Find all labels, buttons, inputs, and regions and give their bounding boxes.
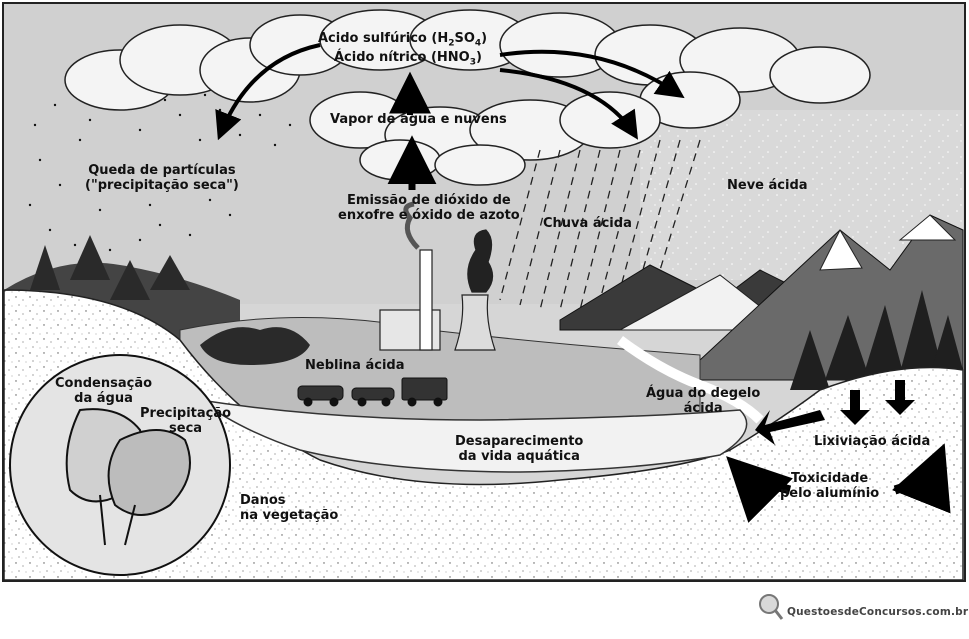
acid-rain-lines xyxy=(499,139,701,311)
watermark: QuestoesdeConcursos.com.br xyxy=(757,592,969,622)
forest-right xyxy=(790,290,963,390)
leaching-arrows xyxy=(755,380,915,445)
leaves-icon xyxy=(65,408,191,546)
label-sulfuric-acid: Ácido sulfúrico (H2SO4) xyxy=(318,31,488,49)
forest-left xyxy=(30,235,310,365)
river xyxy=(617,335,764,424)
label-nitric-acid: Ácido nítrico (HNO3) xyxy=(334,50,482,68)
label-dry-deposition: Queda de partículas("precipitação seca") xyxy=(85,163,239,193)
lake xyxy=(199,399,748,473)
label-acid-rain: Chuva ácida xyxy=(543,216,632,231)
watermark-text: QuestoesdeConcursos.com.br xyxy=(787,606,969,618)
cycle-arrows xyxy=(215,43,685,190)
label-acid-fog: Neblina ácida xyxy=(305,358,405,373)
label-water-vapor: Vapor de água e nuvens xyxy=(330,112,507,127)
label-leaching: Lixiviação ácida xyxy=(814,434,931,449)
magnifier-logo-icon xyxy=(759,594,784,620)
mountains xyxy=(559,214,964,381)
vehicles xyxy=(297,377,448,407)
aluminium-arrows xyxy=(726,443,951,523)
label-acid-snow: Neve ácida xyxy=(727,178,808,193)
factory xyxy=(379,201,496,351)
dry-deposition-particles xyxy=(28,93,292,252)
foreground-ground xyxy=(3,289,964,581)
